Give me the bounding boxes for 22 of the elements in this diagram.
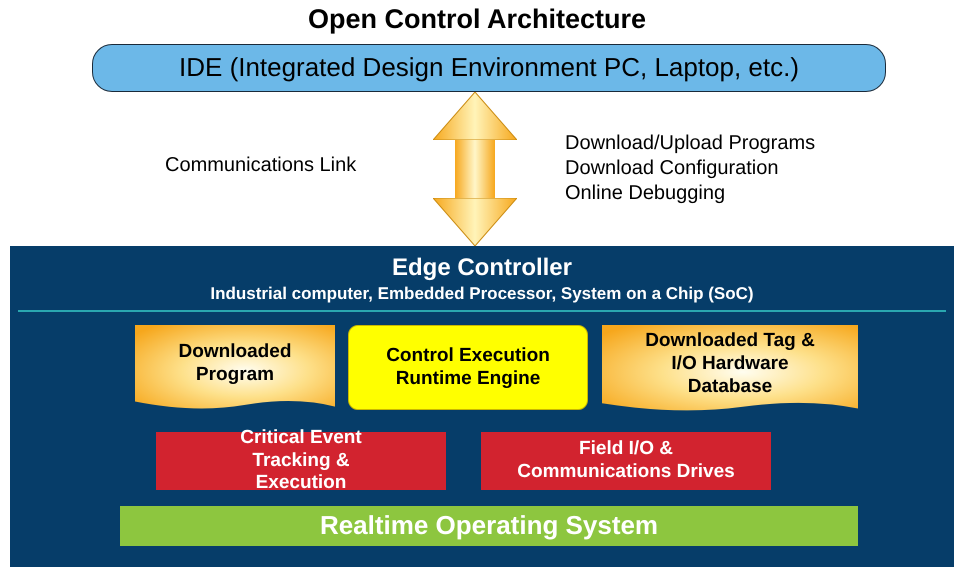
box-label: Control Execution Runtime Engine xyxy=(385,344,551,390)
os-bar xyxy=(120,506,858,546)
controller-panel xyxy=(10,246,954,567)
box-label: Field I/O & Communications Drives xyxy=(516,438,736,484)
panel-subtitle: Industrial computer, Embedded Processor, System on a Chip (SoC) xyxy=(210,284,754,304)
box-label: Downloaded Program xyxy=(178,340,292,386)
box-label: Critical Event Tracking & Execution xyxy=(239,426,363,496)
engine-box xyxy=(348,325,588,410)
note-text: Download Configuration xyxy=(565,157,778,180)
ide-box xyxy=(92,44,886,92)
double-arrow xyxy=(432,92,518,246)
document-shape xyxy=(135,325,335,410)
box-label: Downloaded Tag & I/O Hardware Database xyxy=(644,330,816,399)
box-label: Realtime Operating System xyxy=(318,510,660,542)
note-text: Download/Upload Programs xyxy=(565,132,816,155)
document-shape xyxy=(602,325,858,412)
diagram-title: Open Control Architecture xyxy=(306,4,648,35)
panel-heading: Edge Controller xyxy=(392,254,572,282)
note-text: Communications Link xyxy=(165,154,356,177)
note-text: Online Debugging xyxy=(565,182,726,205)
module-box xyxy=(481,432,771,490)
box-label: IDE (Integrated Design Environment PC, Laptop, etc.) xyxy=(178,52,800,84)
